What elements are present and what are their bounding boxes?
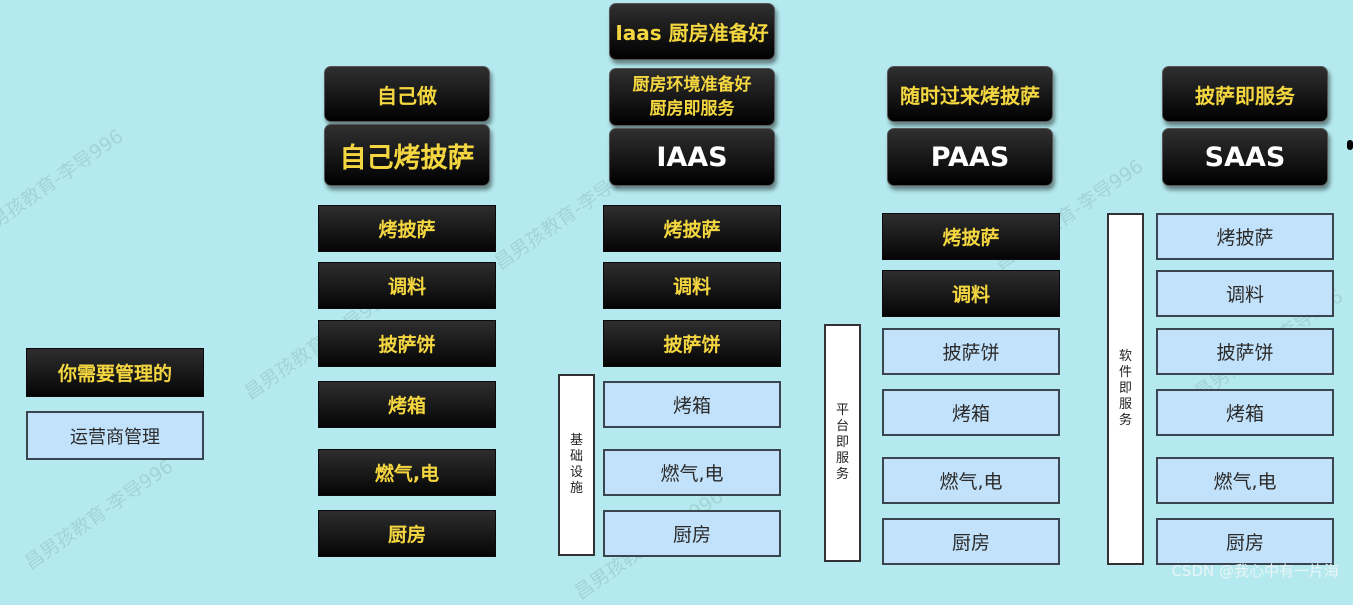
legend-managed-by-you: 你需要管理的	[26, 348, 204, 397]
self-layer-dough: 披萨饼	[318, 320, 496, 367]
iaas-layer-gas-power: 燃气,电	[603, 449, 781, 496]
self-top-header: 自己做	[324, 66, 490, 122]
paas-top-header: 随时过来烤披萨	[887, 66, 1053, 122]
paas-layer-sauce: 调料	[882, 270, 1060, 317]
saas-layer-gas-power: 燃气,电	[1156, 457, 1334, 504]
paas-layer-pizza: 烤披萨	[882, 213, 1060, 260]
paas-layer-oven: 烤箱	[882, 389, 1060, 436]
saas-layer-sauce: 调料	[1156, 270, 1334, 317]
paas-side-label: 平台即服务	[824, 324, 861, 562]
iaas-side-label: 基础设施	[558, 374, 595, 556]
saas-layer-dough: 披萨饼	[1156, 328, 1334, 375]
self-layer-sauce: 调料	[318, 262, 496, 309]
watermark: 昌男孩教育-李导996	[20, 455, 178, 575]
iaas-layer-oven: 烤箱	[603, 381, 781, 428]
iaas-caption: Iaas 厨房准备好	[609, 3, 775, 60]
saas-layer-oven: 烤箱	[1156, 389, 1334, 436]
paas-layer-gas-power: 燃气,电	[882, 457, 1060, 504]
edge-marker	[1347, 140, 1353, 150]
iaas-layer-sauce: 调料	[603, 262, 781, 309]
self-layer-pizza: 烤披萨	[318, 205, 496, 252]
footer-credit: CSDN @我心中有一片海	[1171, 562, 1339, 580]
iaas-layer-dough: 披萨饼	[603, 320, 781, 367]
iaas-layer-kitchen: 厨房	[603, 510, 781, 557]
legend-managed-by-vendor: 运营商管理	[26, 411, 204, 460]
watermark: 昌男孩教育-李导996	[0, 125, 128, 245]
saas-top-header: 披萨即服务	[1162, 66, 1328, 122]
iaas-top-header: 厨房环境准备好 厨房即服务	[609, 68, 775, 126]
self-layer-gas-power: 燃气,电	[318, 449, 496, 496]
iaas-layer-pizza: 烤披萨	[603, 205, 781, 252]
iaas-title-header: IAAS	[609, 128, 775, 186]
self-layer-kitchen: 厨房	[318, 510, 496, 557]
self-layer-oven: 烤箱	[318, 381, 496, 428]
iaas-top-line1: 厨房环境准备好	[632, 75, 752, 95]
saas-side-label: 软件即服务	[1107, 213, 1144, 565]
paas-layer-kitchen: 厨房	[882, 518, 1060, 565]
paas-layer-dough: 披萨饼	[882, 328, 1060, 375]
saas-title-header: SAAS	[1162, 128, 1328, 186]
iaas-top-line2: 厨房即服务	[649, 99, 735, 119]
paas-title-header: PAAS	[887, 128, 1053, 186]
saas-layer-pizza: 烤披萨	[1156, 213, 1334, 260]
self-title-header: 自己烤披萨	[324, 124, 490, 186]
saas-layer-kitchen: 厨房	[1156, 518, 1334, 565]
